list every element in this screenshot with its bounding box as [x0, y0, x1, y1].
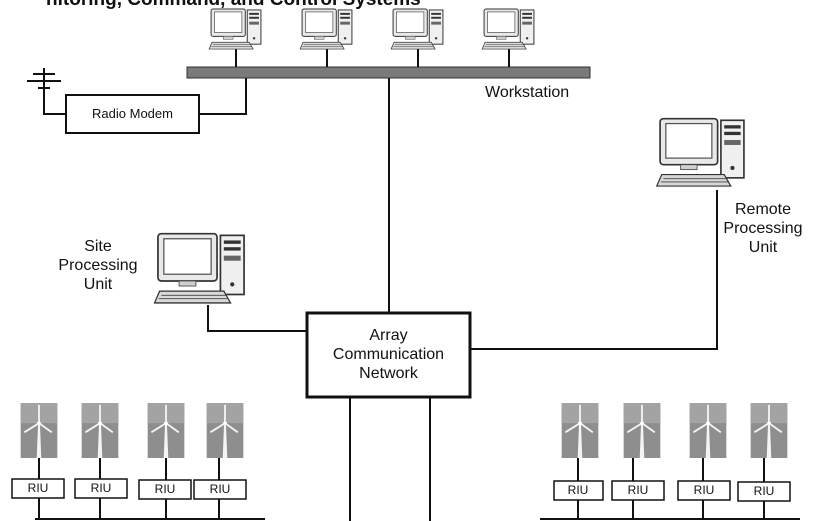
turbine-group-left — [19, 403, 245, 458]
array-network-box — [305, 311, 472, 399]
remote-processing-unit-label: Remote Processing Unit — [716, 200, 810, 257]
riu-box — [193, 479, 247, 500]
workstation-links — [235, 46, 510, 67]
wind-turbine-icon — [146, 403, 186, 458]
label-line: Unit — [83, 276, 113, 293]
riu-label: RIU — [627, 483, 649, 497]
label-line: Array — [369, 327, 408, 344]
turbine-links-right — [577, 458, 765, 519]
label-line: Remote — [734, 201, 792, 218]
site-processing-unit-label: Site Processing Unit — [48, 237, 148, 294]
turbine-group-right — [560, 403, 789, 458]
riu-box — [677, 480, 731, 501]
riu-label: RIU — [154, 482, 176, 496]
computer-icon — [299, 8, 353, 50]
label-line: Processing — [58, 257, 138, 274]
wind-turbine-icon — [749, 403, 789, 458]
computer-icon — [208, 8, 262, 50]
riu-label: RIU — [209, 482, 231, 496]
label-line: Unit — [748, 239, 778, 256]
riu-box — [138, 479, 192, 500]
riu-box — [611, 480, 665, 501]
diagram-title: nitoring, Command, and Control Systems — [46, 0, 421, 11]
label-line: Communication — [332, 346, 445, 363]
antenna-icon — [27, 68, 61, 95]
radio-modem-label: Radio Modem — [92, 106, 173, 121]
array-network-label: Array Communication Network — [307, 326, 470, 383]
wind-turbine-icon — [205, 403, 245, 458]
wind-turbine-icon — [19, 403, 59, 458]
riu-label: RIU — [753, 484, 775, 498]
label-line: Network — [359, 365, 418, 382]
wind-turbine-icon — [622, 403, 662, 458]
riu-label: RIU — [693, 483, 715, 497]
network-field-links — [35, 397, 800, 521]
turbine-links-left — [38, 458, 220, 519]
wind-turbine-icon — [688, 403, 728, 458]
workstation-label: Workstation — [485, 84, 570, 101]
radio-modem-box — [65, 94, 200, 134]
computer-icon — [153, 232, 246, 304]
riu-boxes-right — [553, 480, 791, 502]
riu-box — [553, 480, 604, 501]
computer-icon — [390, 8, 444, 50]
wind-turbine-icon — [80, 403, 120, 458]
riu-label: RIU — [567, 483, 589, 497]
radio-modem-links — [43, 78, 247, 115]
wind-turbine-icon — [560, 403, 600, 458]
riu-boxes-left — [11, 478, 247, 500]
riu-label: RIU — [27, 481, 49, 495]
label-line: Processing — [723, 220, 803, 237]
workstation-computers — [208, 8, 535, 50]
riu-box — [11, 478, 65, 499]
computer-icon — [481, 8, 535, 50]
riu-box — [74, 478, 128, 499]
workstation-bus — [186, 66, 591, 79]
site-unit-link — [207, 305, 307, 332]
computer-icon — [655, 117, 745, 188]
label-line: Site — [84, 238, 112, 255]
riu-label: RIU — [90, 481, 112, 495]
remote-unit-link — [470, 190, 718, 350]
riu-box — [737, 481, 791, 502]
